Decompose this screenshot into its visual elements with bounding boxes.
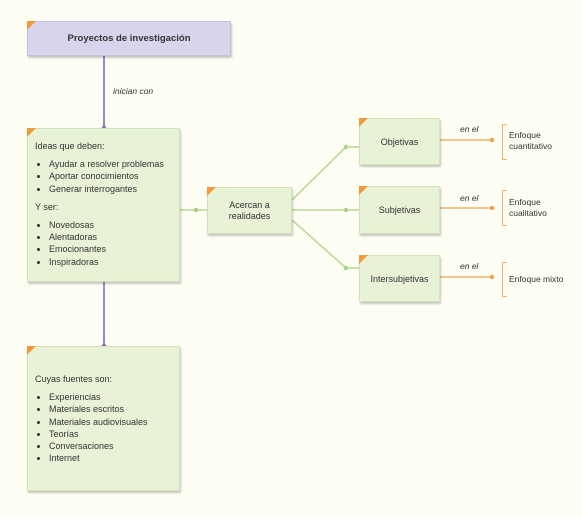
result-enfoque-cuantitativo: Enfoque cuantitativo — [509, 130, 552, 151]
result-bracket — [502, 262, 507, 297]
link-label-en-el: en el — [460, 193, 479, 203]
list-item: Novedosas — [49, 219, 171, 231]
branch-node-objetivas: Objetivas — [359, 118, 440, 165]
list-item: Conversaciones — [49, 440, 171, 452]
list-item: Emocionantes — [49, 243, 171, 255]
branch-node-label: Subjetivas — [378, 205, 421, 215]
connector-dot — [193, 207, 199, 213]
list-item: Alentadoras — [49, 231, 171, 243]
list-item: Inspiradoras — [49, 256, 171, 268]
center-node: Acercan a realidades — [207, 187, 292, 234]
result-bracket — [502, 190, 507, 226]
sources-list: Experiencias Materiales escritos Materia… — [35, 391, 171, 464]
list-item: Aportar conocimientos — [49, 170, 171, 182]
result-enfoque-mixto: Enfoque mixto — [509, 274, 564, 284]
title-label: Proyectos de investigación — [67, 33, 191, 44]
ideas-subheading: Y ser: — [35, 201, 59, 212]
result-enfoque-cualitativo: Enfoque cualitativo — [509, 197, 547, 218]
branch-node-label: Intersubjetivas — [370, 273, 429, 284]
link-label-inician-con: inician con — [113, 86, 154, 96]
center-node-label: Acercan a realidades — [228, 199, 271, 221]
connector-dot — [489, 274, 495, 280]
ideas-heading: Ideas que deben: — [35, 141, 105, 151]
list-item: Generar interrogantes — [49, 183, 171, 195]
qualities-list: Novedosas Alentadoras Emocionantes Inspi… — [35, 219, 171, 268]
ideas-node: Ideas que deben: Ayudar a resolver probl… — [27, 128, 180, 282]
link-label-en-el: en el — [460, 261, 479, 271]
result-bracket — [502, 124, 507, 160]
connector-center-intersubjetivas — [291, 219, 347, 269]
sources-heading: Cuyas fuentes son: — [35, 374, 113, 384]
connector-dot — [489, 137, 495, 143]
list-item: Materiales audiovisuales — [49, 416, 171, 428]
branch-node-label: Objetivas — [380, 136, 419, 147]
list-item: Materiales escritos — [49, 403, 171, 415]
sources-node: Cuyas fuentes son: Experiencias Material… — [27, 346, 180, 491]
branch-node-intersubjetivas: Intersubjetivas — [359, 255, 440, 302]
list-item: Internet — [49, 452, 171, 464]
list-item: Experiencias — [49, 391, 171, 403]
list-item: Teorías — [49, 428, 171, 440]
link-label-en-el: en el — [460, 124, 479, 134]
title-node: Proyectos de investigación — [27, 21, 231, 56]
branch-node-subjetivas: Subjetivas — [359, 186, 440, 234]
connector-dot — [489, 205, 495, 211]
ideas-list: Ayudar a resolver problemas Aportar cono… — [35, 158, 171, 195]
connector-center-objetivas — [291, 146, 347, 201]
list-item: Ayudar a resolver problemas — [49, 158, 171, 170]
